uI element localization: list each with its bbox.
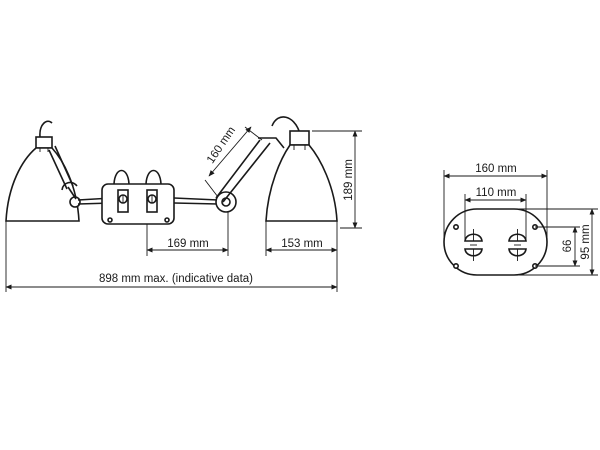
dim-total-width: 898 mm max. (indicative data) [5, 221, 338, 292]
plate-mount-right [508, 229, 527, 261]
right-lamp-shade [265, 116, 338, 222]
wall-plate-back-view: 160 mm 110 mm 66 95 mm [443, 163, 598, 276]
dim-arm-length-label: 160 mm [205, 125, 238, 166]
dim-total-width-label: 898 mm max. (indicative data) [99, 273, 253, 285]
dim-plate-width: 160 mm [443, 163, 548, 240]
dim-plate-height-label: 95 mm [580, 224, 592, 259]
left-lamp-shade [5, 120, 80, 222]
lamp-front-view: 160 mm 189 mm 169 mm 153 mm [5, 116, 362, 292]
dim-arm-length: 160 mm [204, 125, 263, 198]
dim-shade-height: 189 mm [312, 130, 362, 229]
dim-plate-width-label: 160 mm [475, 163, 517, 175]
right-lamp-arm [173, 137, 285, 213]
dim-plate-height: 95 mm [512, 208, 598, 276]
dim-arm-reach-label: 169 mm [167, 238, 209, 250]
dim-shade-width: 153 mm [265, 221, 338, 256]
dim-plate-inner-height-label: 66 [562, 240, 574, 253]
plate-mount-left [464, 229, 483, 261]
dim-arm-reach: 169 mm [146, 212, 229, 256]
dim-shade-height-label: 189 mm [343, 159, 355, 201]
dim-plate-hole-spacing-label: 110 mm [476, 187, 517, 199]
dim-shade-width-label: 153 mm [281, 238, 323, 250]
dim-plate-inner-height: 66 [535, 226, 580, 267]
wall-plate-front [101, 169, 175, 225]
dim-plate-hole-spacing: 110 mm [464, 187, 527, 241]
